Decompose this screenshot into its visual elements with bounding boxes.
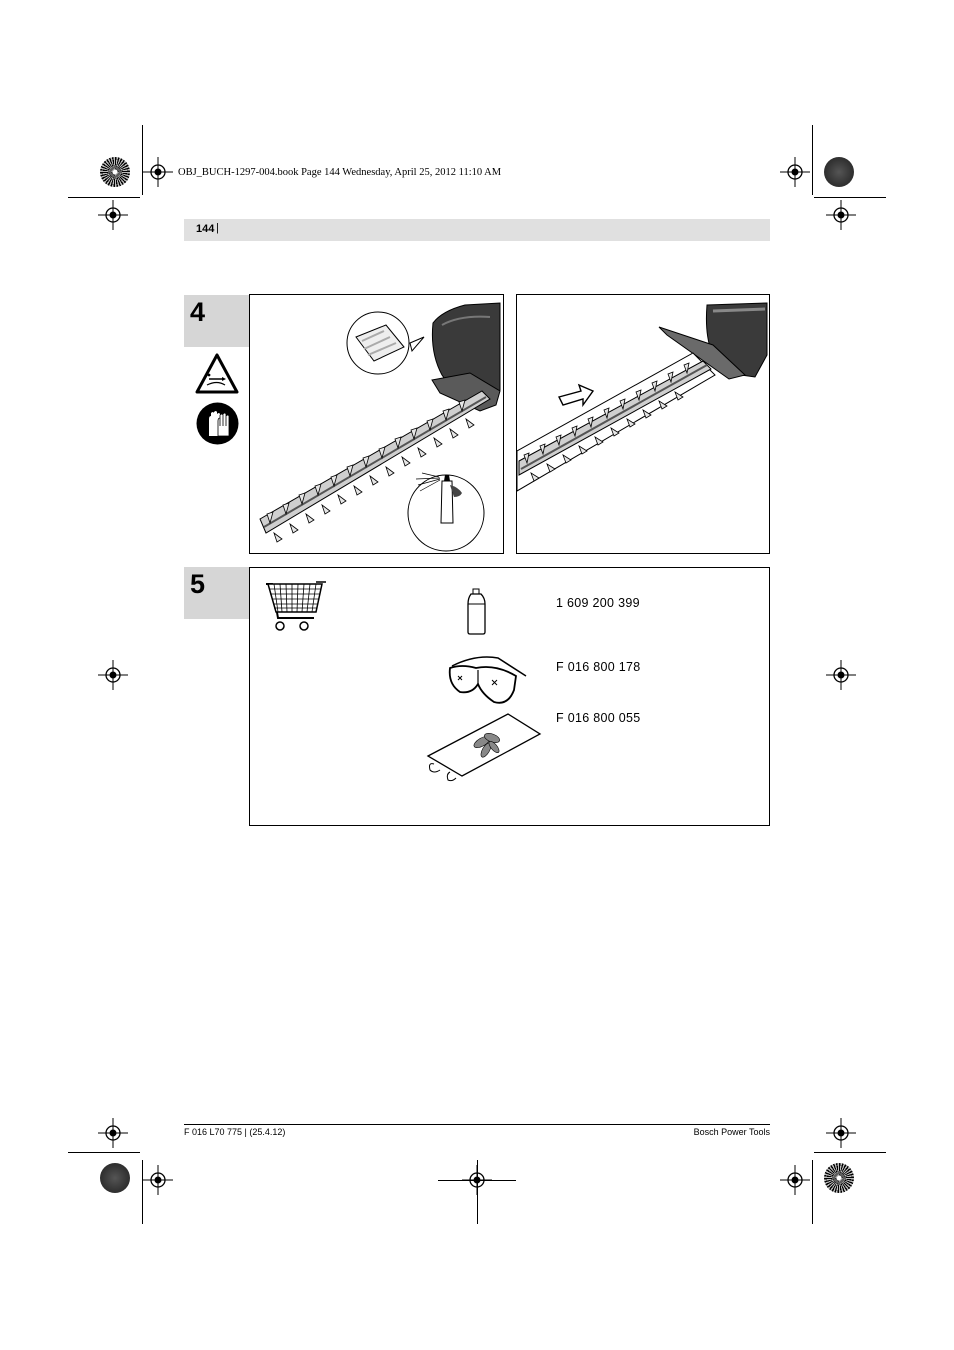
registration-mark-icon (780, 157, 810, 187)
page-header-bar: 144 | (184, 219, 770, 241)
print-slug: OBJ_BUCH-1297-004.book Page 144 Wednesda… (178, 167, 502, 178)
figure-attach-guard (516, 294, 770, 554)
section-tab-5: 5 (184, 567, 249, 619)
section-number: 5 (190, 569, 206, 599)
wear-gloves-icon (196, 402, 239, 445)
gray-target-icon (100, 1163, 130, 1193)
registration-mark-icon (98, 660, 128, 690)
blade-guard-icon (426, 713, 542, 782)
registration-mark-icon (143, 157, 173, 187)
shopping-cart-icon (266, 581, 326, 631)
caution-triangle-icon (195, 353, 239, 394)
accessories-panel: 1 609 200 399 F 016 800 178 F 016 800 05… (249, 567, 770, 826)
page-number-separator: | (216, 222, 219, 234)
crop-mark (814, 1152, 886, 1153)
crop-mark (68, 197, 140, 198)
part-number-spray: 1 609 200 399 (556, 596, 640, 610)
section-number: 4 (190, 297, 206, 327)
crop-mark (477, 1160, 478, 1224)
crop-mark (142, 125, 143, 195)
crop-mark (812, 125, 813, 195)
crop-mark (142, 1160, 143, 1224)
footer-brand: Bosch Power Tools (693, 1127, 770, 1137)
spray-can-icon (467, 588, 486, 635)
part-number-blade-guard: F 016 800 055 (556, 711, 641, 725)
crop-mark (68, 1152, 140, 1153)
page-number: 144 (196, 223, 215, 235)
footer-rule (184, 1124, 770, 1125)
registration-mark-icon (98, 1118, 128, 1148)
star-target-icon (824, 1163, 854, 1193)
registration-mark-icon (98, 200, 128, 230)
registration-mark-icon (826, 200, 856, 230)
gray-target-icon (824, 157, 854, 187)
part-number-safety-glasses: F 016 800 178 (556, 660, 641, 674)
figure-clean-blade (249, 294, 504, 554)
registration-mark-icon (826, 1118, 856, 1148)
star-target-icon (100, 157, 130, 187)
registration-mark-icon (780, 1165, 810, 1195)
footer-document-number: F 016 L70 775 | (25.4.12) (184, 1127, 286, 1137)
crop-mark (812, 1160, 813, 1224)
crop-mark (814, 197, 886, 198)
registration-mark-icon (143, 1165, 173, 1195)
section-tab-4: 4 (184, 295, 249, 347)
safety-glasses-icon (448, 656, 527, 704)
registration-mark-icon (826, 660, 856, 690)
